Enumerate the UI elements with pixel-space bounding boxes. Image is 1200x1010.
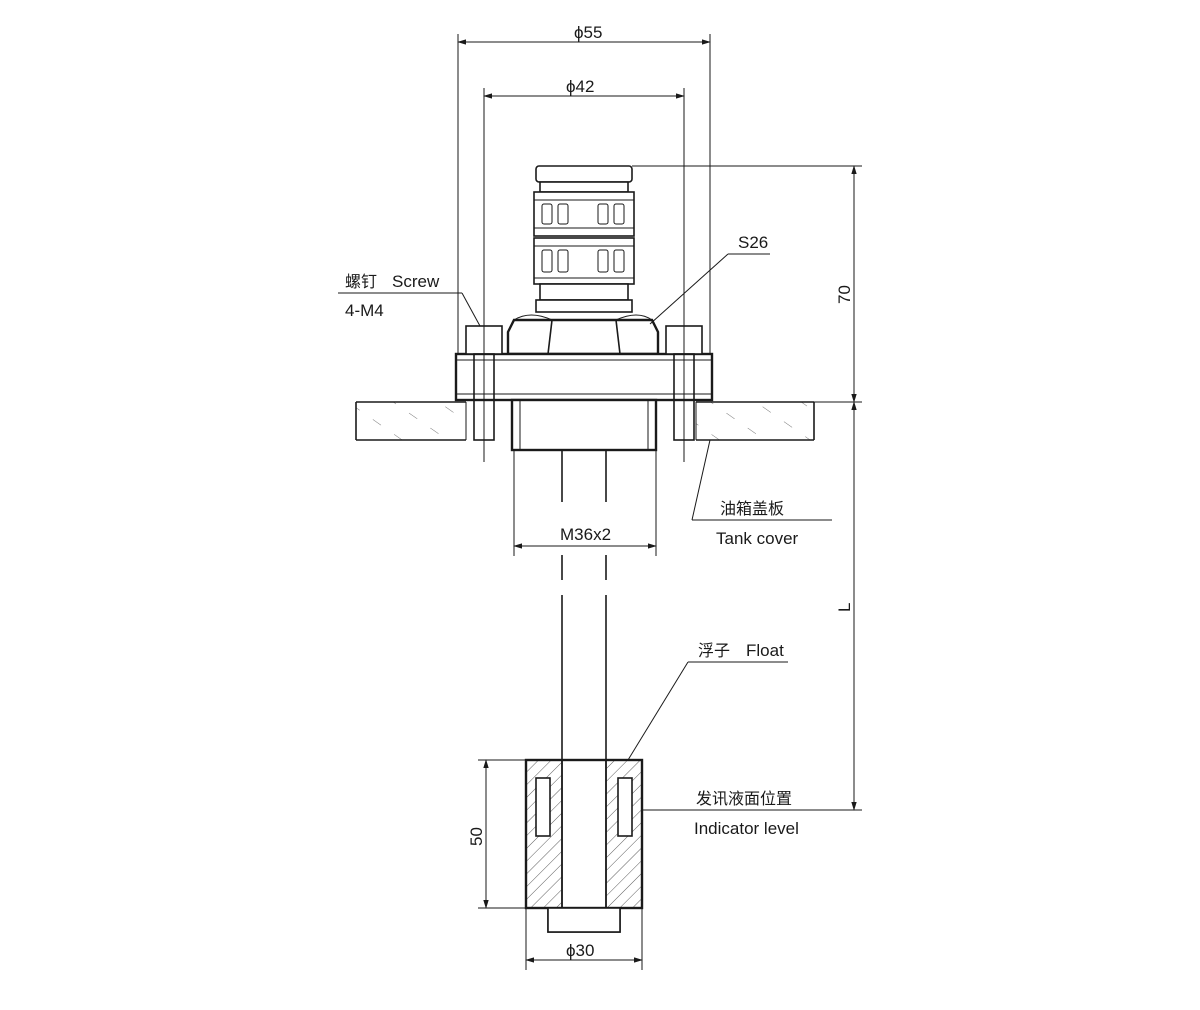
dim-phi42: ϕ42 [566,77,594,96]
tank-cover-plate [355,401,815,441]
dim-phi55: ϕ55 [574,23,602,42]
dim-hL: L [835,603,854,612]
screw-label-cn: 螺钉 [345,272,377,291]
screw-label-en: Screw [392,272,440,291]
extension-lines [457,34,862,970]
float-label-en: Float [746,641,784,660]
indicator-label-en: Indicator level [694,819,799,838]
threaded-body [510,398,658,452]
dimension-labels: ϕ55 ϕ42 S26 M36x2 ϕ30 70 L 50 [467,23,854,960]
float [524,758,644,933]
callout-labels: 螺钉 Screw 4-M4 油箱盖板 Tank cover 浮子 Float 发… [345,272,799,838]
tank-cover-label-en: Tank cover [716,529,799,548]
dim-thread: M36x2 [560,525,611,544]
dimension-lines [458,42,854,960]
dim-h70: 70 [835,285,854,304]
dim-h50: 50 [467,827,486,846]
screw-spec: 4-M4 [345,301,384,320]
dim-phi30: ϕ30 [566,941,594,960]
mounting-flange [454,352,714,402]
leader-lines [338,253,832,761]
float-label-cn: 浮子 [698,641,730,660]
connector-head [533,165,635,313]
dim-s26: S26 [738,233,768,252]
tank-cover-label-cn: 油箱盖板 [720,499,784,518]
hex-nut [506,314,660,356]
indicator-label-cn: 发讯液面位置 [696,789,792,808]
